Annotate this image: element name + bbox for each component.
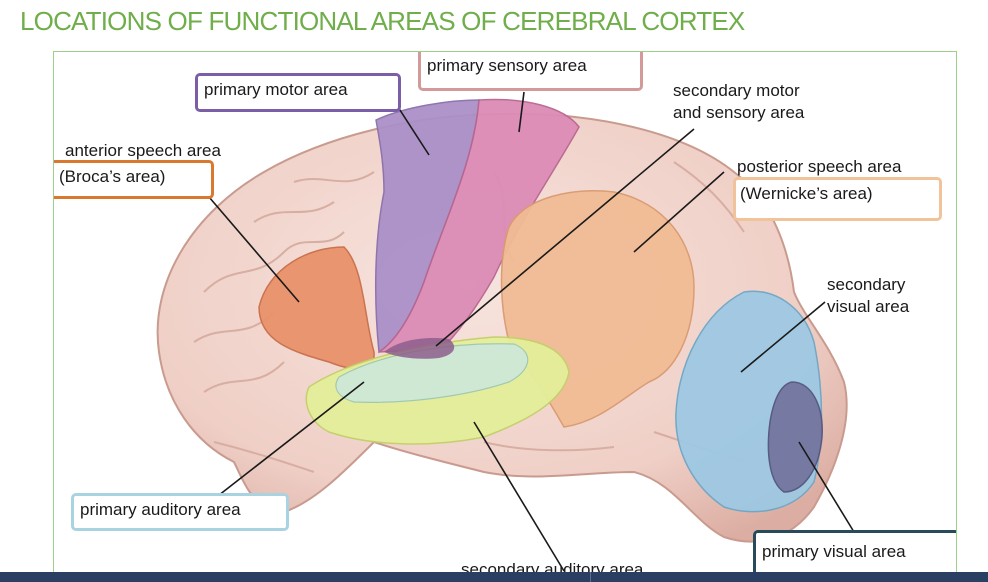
leader-lines bbox=[208, 89, 855, 572]
primary-sensory-label: primary sensory area bbox=[418, 52, 643, 91]
secondary-motor-label-line1: secondary motor bbox=[673, 81, 800, 100]
secondary-visual-label-line2: visual area bbox=[827, 297, 910, 316]
bottom-bar-divider bbox=[590, 572, 591, 582]
primary-motor-label: primary motor area bbox=[195, 73, 401, 112]
anterior-speech-label: anterior speech area bbox=[65, 141, 221, 160]
bottom-bar bbox=[0, 572, 988, 582]
broca-area-label: (Broca’s area) bbox=[54, 160, 214, 199]
page-title: LOCATIONS OF FUNCTIONAL AREAS OF CEREBRA… bbox=[20, 6, 745, 36]
primary-visual-region bbox=[767, 381, 823, 493]
secondary-motor-sensory-region bbox=[384, 338, 455, 359]
primary-visual-label: primary visual area bbox=[753, 530, 956, 577]
diagram-frame: primary motor area primary sensory area … bbox=[53, 51, 957, 582]
wernicke-area-label: (Wernicke’s area) bbox=[733, 177, 942, 221]
secondary-visual-label-line1: secondary bbox=[827, 275, 906, 294]
posterior-speech-label: posterior speech area bbox=[737, 157, 902, 176]
broca-region bbox=[258, 246, 375, 370]
primary-auditory-label: primary auditory area bbox=[71, 493, 289, 531]
secondary-motor-label-line2: and sensory area bbox=[673, 103, 805, 122]
brain-diagram bbox=[156, 89, 855, 572]
